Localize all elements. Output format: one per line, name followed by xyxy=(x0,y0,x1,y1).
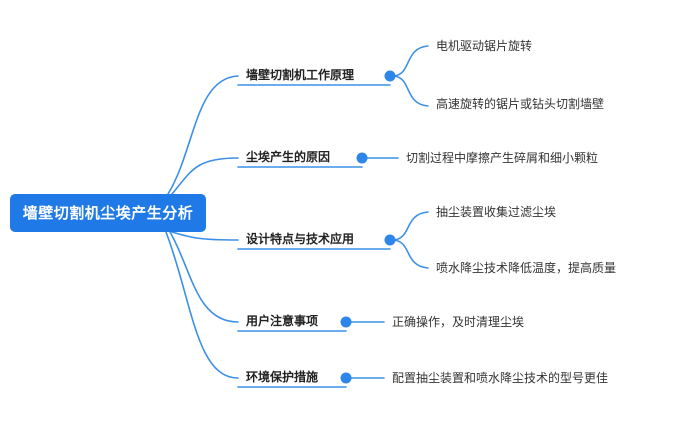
leaf-high-speed-cutting[interactable]: 高速旋转的锯片或钻头切割墙壁 xyxy=(436,97,605,111)
link-root-branch-4 xyxy=(169,231,239,323)
link-branch-1-leaf-2 xyxy=(393,75,429,107)
link-branch-1-leaf-1 xyxy=(393,45,429,77)
link-branch-3-leaf-1 xyxy=(393,211,429,241)
link-root-branch-2 xyxy=(171,157,239,195)
leaf-dust-extraction[interactable]: 抽尘装置收集过滤尘埃 xyxy=(436,205,557,219)
leaf-motor-drive[interactable]: 电机驱动锯片旋转 xyxy=(436,39,533,53)
branch-dot-5[interactable] xyxy=(340,372,352,384)
branch-dust-causes[interactable]: 尘埃产生的原因 xyxy=(246,150,331,164)
root-topic[interactable]: 墙壁切割机尘埃产生分析 xyxy=(10,194,206,232)
branch-dot-2[interactable] xyxy=(356,152,368,164)
leaf-recommended-models[interactable]: 配置抽尘装置和喷水降尘技术的型号更佳 xyxy=(392,371,609,385)
link-root-branch-5 xyxy=(165,231,239,379)
branch-user-notes[interactable]: 用户注意事项 xyxy=(246,314,319,328)
leaf-correct-operation[interactable]: 正确操作，及时清理尘埃 xyxy=(392,315,525,329)
link-branch-3-leaf-2 xyxy=(393,239,429,269)
branch-environmental-measures[interactable]: 环境保护措施 xyxy=(246,370,319,384)
branch-dot-3[interactable] xyxy=(384,234,396,246)
branch-working-principle[interactable]: 墙壁切割机工作原理 xyxy=(246,68,355,82)
leaf-water-spray[interactable]: 喷水降尘技术降低温度，提高质量 xyxy=(436,261,617,275)
link-root-branch-1 xyxy=(167,75,239,195)
branch-dot-1[interactable] xyxy=(384,70,396,82)
leaf-friction-debris[interactable]: 切割过程中摩擦产生碎屑和细小颗粒 xyxy=(406,151,599,165)
link-root-branch-3 xyxy=(171,231,239,241)
branch-dot-4[interactable] xyxy=(340,316,352,328)
branch-design-features[interactable]: 设计特点与技术应用 xyxy=(246,232,355,246)
